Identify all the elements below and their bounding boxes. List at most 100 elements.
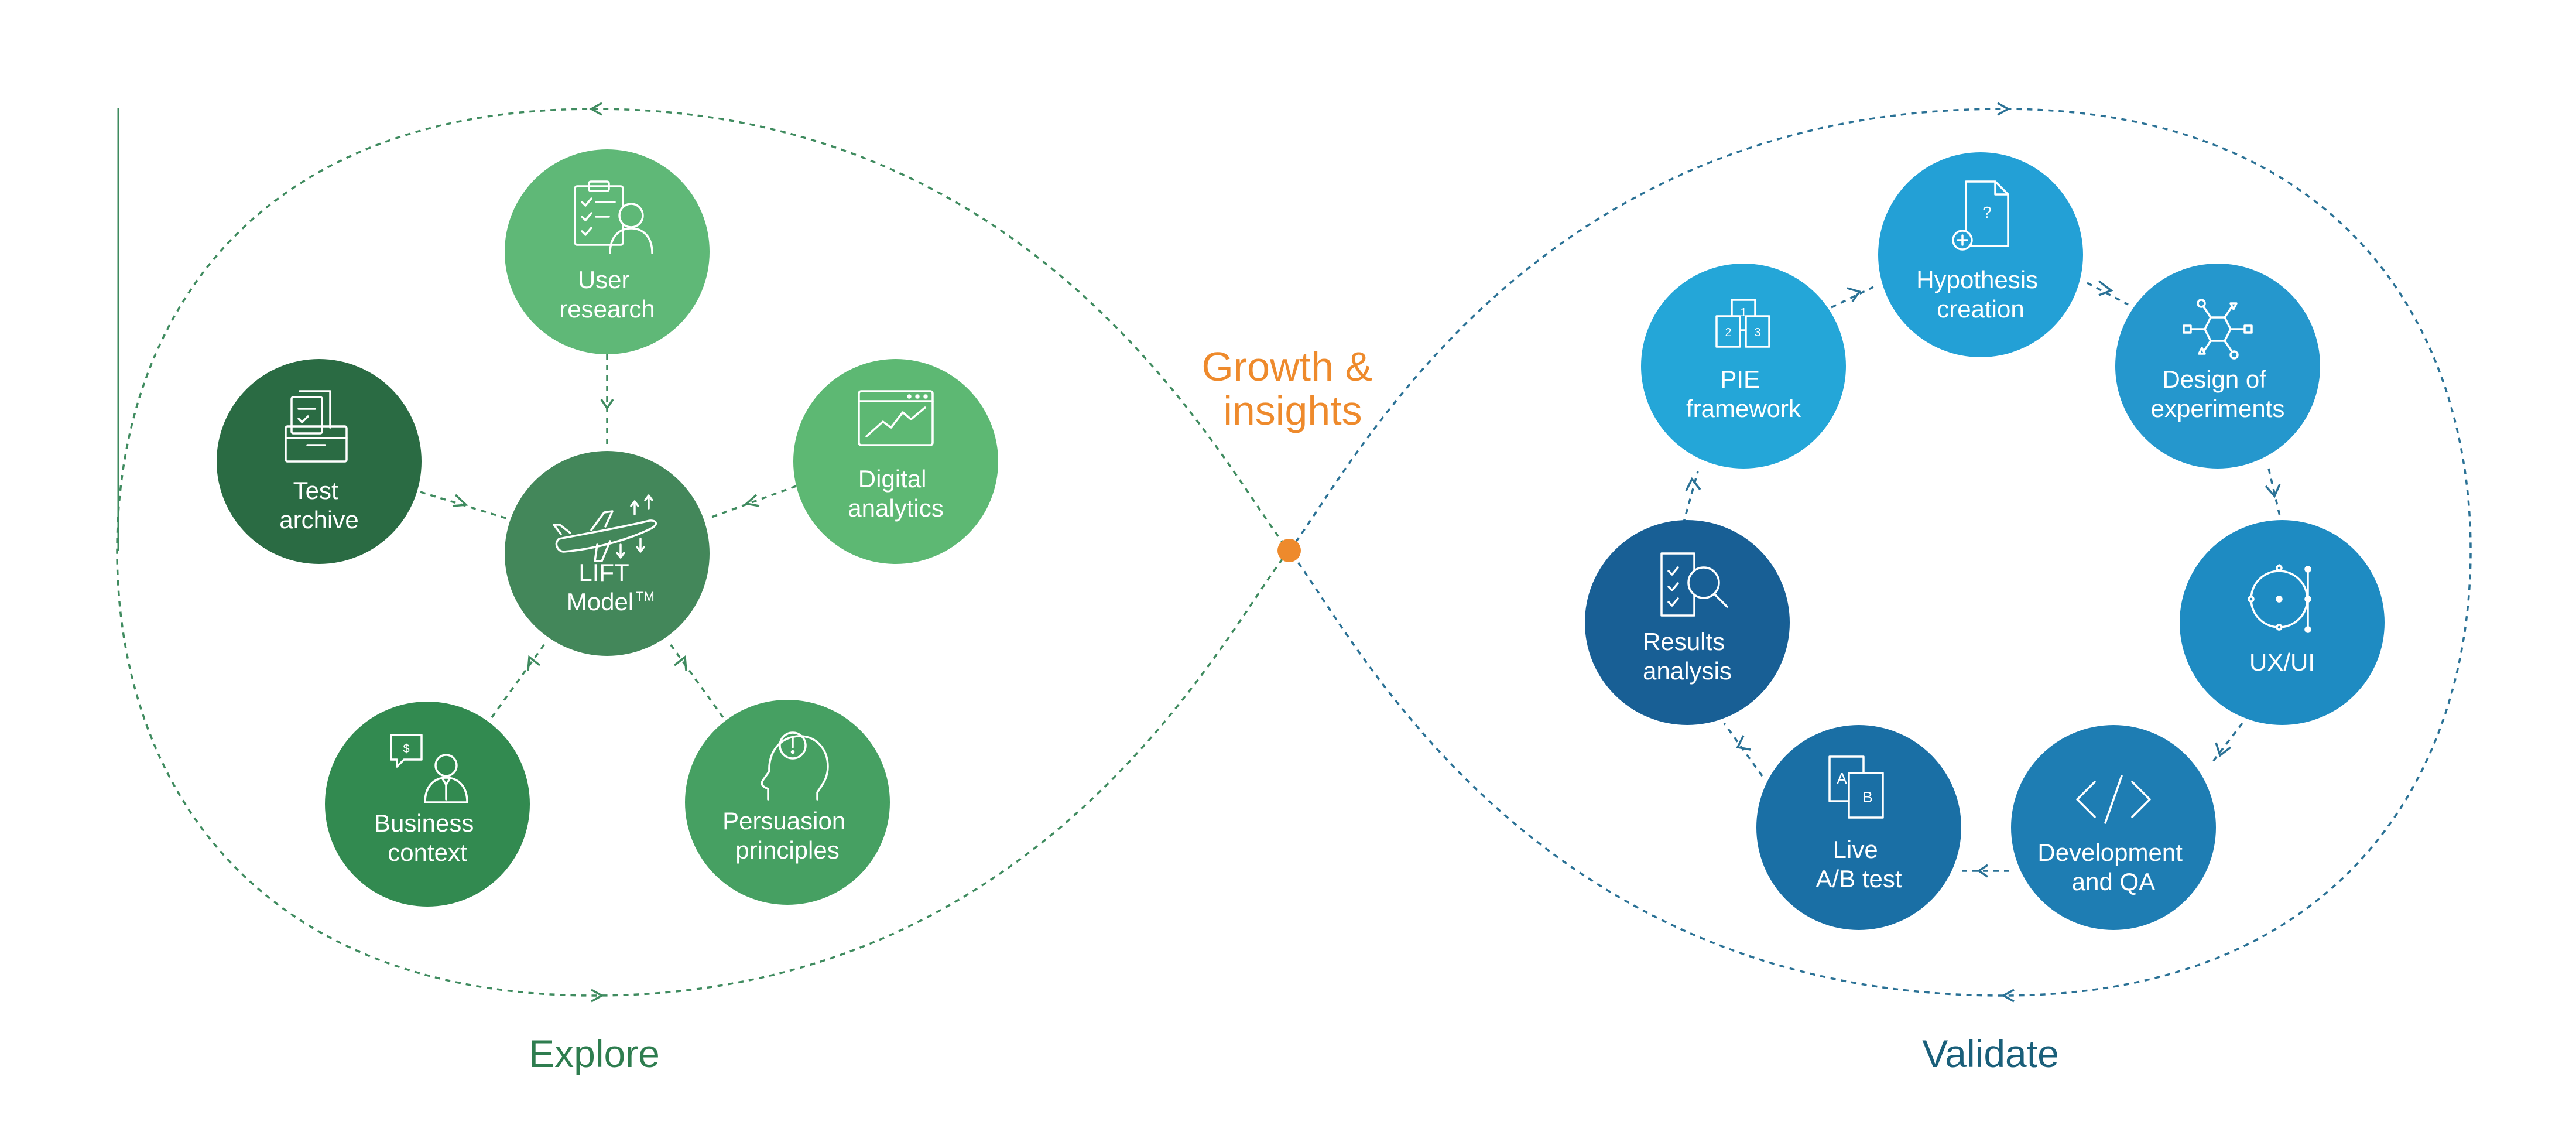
node-test-archive-line1: Test	[293, 477, 338, 504]
node-lift-model-circle	[505, 451, 710, 656]
document-question-icon: ?	[1952, 180, 2009, 251]
node-pie-framework-label: PIE framework	[1686, 365, 1801, 422]
node-business-context-line1: Business	[374, 809, 474, 837]
connector-digital-analytics	[708, 485, 797, 519]
node-design-of-experiments: Design of experiments	[2115, 264, 2320, 469]
vector-design-icon	[2248, 564, 2311, 633]
node-digital-analytics: Digital analytics	[793, 359, 998, 564]
node-hypothesis-creation-label: Hypothesis creation	[1916, 266, 2044, 323]
page-b-text: B	[1862, 788, 1872, 806]
ab-pages-icon: A B	[1828, 755, 1884, 819]
node-design-of-experiments-circle	[2115, 264, 2320, 469]
node-persuasion-principles-label: Persuasion principles	[722, 807, 852, 864]
business-person-icon: $	[390, 734, 468, 803]
code-brackets-icon	[2076, 775, 2151, 824]
node-business-context-line2: context	[388, 839, 467, 866]
node-hypothesis-creation: ? Hypothesis creation	[1878, 152, 2083, 357]
node-digital-analytics-line2: analytics	[848, 494, 943, 522]
node-live-ab-test-label: Live A/B test	[1815, 836, 1902, 893]
node-business-context-circle	[325, 702, 530, 907]
node-ux-ui-circle	[2180, 520, 2385, 725]
connector-persuasion	[669, 643, 724, 719]
page-2-text: 2	[1725, 326, 1731, 339]
node-live-ab-test-circle	[1756, 725, 1961, 930]
center-label: Growth & insights	[1201, 344, 1383, 433]
node-business-context: $ Business context	[325, 702, 530, 907]
lobe-arrow-bottom-left	[591, 989, 604, 1003]
connector-live-results	[1723, 722, 1763, 777]
node-user-research-label: User research	[559, 266, 655, 323]
connector-arrow-results-pie	[1685, 477, 1701, 491]
page-a-text: A	[1837, 770, 1847, 787]
connector-results-pie	[1682, 471, 1699, 525]
node-live-ab-test: A B Live A/B test	[1756, 725, 1961, 930]
node-design-of-experiments-line2: experiments	[2151, 395, 2285, 422]
lobe-arrow-top-left	[589, 102, 602, 116]
question-mark-text: ?	[1982, 203, 1992, 221]
node-persuasion-principles-line1: Persuasion	[722, 807, 845, 835]
connector-arrow-design-ux	[2265, 484, 2281, 498]
connector-arrow-user-research	[600, 399, 614, 411]
node-hypothesis-creation-line2: creation	[1937, 295, 2024, 323]
node-persuasion-principles-line2: principles	[735, 836, 839, 864]
node-lift-model-line2: Model	[567, 588, 633, 616]
node-business-context-label: Business context	[374, 809, 481, 866]
node-test-archive: Test archive	[217, 359, 422, 564]
node-development-and-qa-label: Development and QA	[2037, 839, 2189, 895]
node-user-research-line1: User	[578, 266, 630, 293]
connector-arrow-test-archive	[452, 494, 469, 507]
explore-lobe	[116, 108, 1291, 997]
dollar-sign-text: $	[403, 743, 409, 755]
node-pie-framework-line1: PIE	[1720, 365, 1760, 393]
head-exclamation-icon	[761, 731, 829, 801]
lobe-arrow-top-right	[1997, 102, 2010, 116]
node-digital-analytics-circle	[793, 359, 998, 564]
node-lift-model-label: LIFT Model	[567, 559, 636, 616]
node-pie-framework-line2: framework	[1686, 395, 1801, 422]
node-hypothesis-creation-line1: Hypothesis	[1916, 266, 2038, 293]
node-design-of-experiments-label: Design of experiments	[2151, 365, 2285, 422]
node-test-archive-line2: archive	[279, 506, 358, 534]
connector-ux-dev	[2212, 722, 2243, 763]
page-1-text: 1	[1740, 306, 1746, 319]
node-pie-framework: 1 2 3 PIE framework	[1641, 264, 1846, 469]
node-hypothesis-creation-circle	[1878, 152, 2083, 357]
validate-lobe	[1287, 108, 2472, 997]
connector-arrow-live-results	[1736, 735, 1751, 751]
node-development-and-qa-line2: and QA	[2072, 868, 2155, 895]
node-lift-model: LIFT Model TM	[505, 451, 710, 656]
connector-arrow-digital-analytics	[744, 494, 760, 507]
analytics-chart-icon	[858, 390, 934, 446]
lobe-arrow-bottom-right	[2001, 989, 2015, 1003]
connector-arrow-dev-live	[1976, 864, 1988, 878]
magnifier-report-icon	[1660, 552, 1728, 617]
center-label-line2: insights	[1223, 388, 1362, 433]
node-pie-framework-circle	[1641, 264, 1846, 469]
page-3-text: 3	[1754, 326, 1760, 339]
airplane-icon	[553, 494, 657, 562]
node-live-ab-test-line1: Live	[1833, 836, 1878, 863]
trademark-mark: TM	[636, 589, 655, 604]
connector-hypothesis-design	[2087, 282, 2129, 306]
node-test-archive-label: Test archive	[279, 477, 358, 534]
node-lift-model-line1: LIFT	[578, 559, 629, 586]
node-user-research: User research	[505, 149, 710, 354]
validate-label: Validate	[1922, 1032, 2059, 1075]
connector-arrow-pie-hypothesis	[1847, 287, 1861, 303]
node-results-analysis-line2: analysis	[1643, 657, 1732, 685]
node-results-analysis-label: Results analysis	[1643, 628, 1732, 685]
center-label-line1: Growth &	[1201, 344, 1372, 389]
archive-box-icon	[285, 390, 348, 463]
connector-arrow-ux-dev	[2215, 742, 2232, 757]
connector-arrow-business-context	[527, 655, 541, 671]
node-digital-analytics-label: Digital analytics	[848, 465, 943, 522]
node-persuasion-principles-circle	[685, 700, 890, 905]
network-icon	[2183, 299, 2253, 360]
node-results-analysis-circle	[1585, 520, 1790, 725]
node-ux-ui-line1: UX/UI	[2249, 648, 2315, 676]
node-design-of-experiments-line1: Design of	[2162, 365, 2266, 393]
connector-pie-hypothesis	[1831, 286, 1874, 309]
node-ux-ui: UX/UI	[2180, 520, 2385, 725]
node-persuasion-principles: Persuasion principles	[685, 700, 890, 905]
